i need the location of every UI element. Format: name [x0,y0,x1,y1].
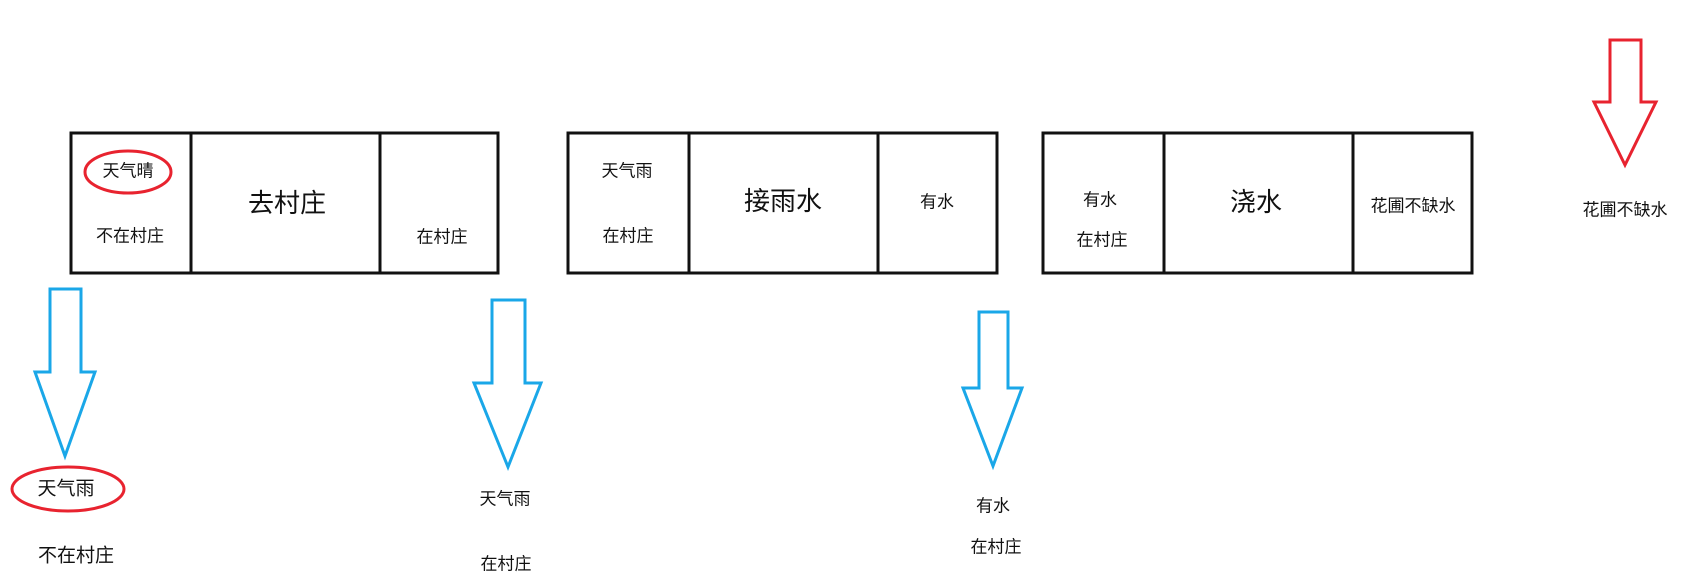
state-3-location: 在村庄 [970,537,1022,558]
state-1-weather: 天气雨 [37,477,95,500]
highlight-ellipse-rain [10,465,126,513]
step-3-precondition-water: 有水 [1083,190,1117,211]
down-arrow-icon [471,298,544,472]
step-1-precondition-weather: 天气晴 [102,161,154,182]
highlight-ellipse-sunny [83,149,173,195]
step-2-precondition-location: 在村庄 [602,226,654,247]
step-3-box [1041,131,1474,275]
step-2-frame [566,131,999,275]
state-2-weather: 天气雨 [479,489,531,510]
step-2-precondition-weather: 天气雨 [601,161,653,182]
step-3-frame [1041,131,1474,275]
state-1-location: 不在村庄 [37,544,115,567]
step-3-precondition-location: 在村庄 [1076,230,1128,251]
step-2-action: 接雨水 [743,187,823,217]
step-2-effect: 有水 [920,192,954,213]
step-2-box [566,131,999,275]
down-arrow-icon [960,310,1025,471]
step-3-effect: 花圃不缺水 [1370,196,1456,217]
step-1-effect: 在村庄 [416,227,468,248]
down-arrow-icon [32,287,98,461]
step-1-box [69,131,500,275]
state-2-location: 在村庄 [480,554,532,575]
goal-down-arrow-icon [1591,38,1659,169]
step-1-frame [69,131,500,275]
step-3-action: 浇水 [1229,188,1283,218]
step-1-precondition-location: 不在村庄 [96,226,164,247]
state-3-water: 有水 [976,496,1010,517]
goal-label: 花圃不缺水 [1582,200,1668,221]
step-1-action: 去村庄 [247,189,327,219]
